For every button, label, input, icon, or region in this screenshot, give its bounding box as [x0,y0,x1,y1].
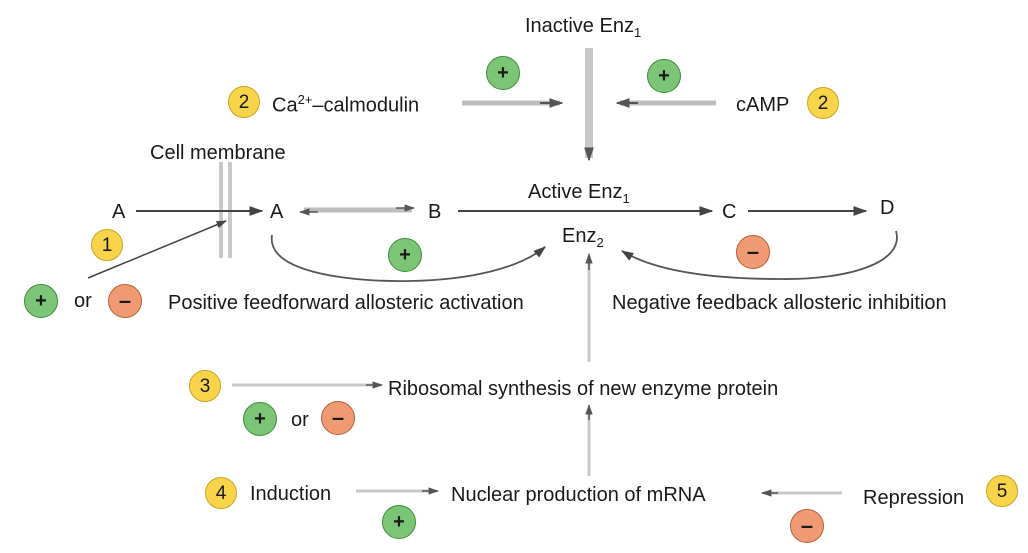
activation-badge-camp: + [647,59,681,93]
inhibition-badge-regulator-1: – [108,284,142,318]
or-label-1: or [74,290,92,312]
activation-badge-regulator-1: + [24,284,58,318]
activation-badge-calmodulin: + [486,56,520,90]
number-badge-5: 5 [986,475,1018,507]
activation-badge-regulator-3: + [243,402,277,436]
induction-label: Induction [250,483,332,505]
inactive-enzyme-label: Inactive Enz1 [525,15,642,40]
activation-badge-induction: + [382,505,416,539]
inhibition-badge-feedback: – [736,235,770,269]
number-badge-2-calmodulin: 2 [228,86,260,118]
number-badge-4: 4 [205,477,237,509]
metabolite-b: B [428,201,442,223]
feedback-curve [620,230,898,280]
repression-label: Repression [863,487,965,509]
inhibition-badge-regulator-3: – [321,401,355,435]
or-label-2: or [291,409,309,431]
number-badge-3: 3 [189,370,221,402]
ribosomal-synthesis-label: Ribosomal synthesis of new enzyme protei… [388,378,779,400]
feedback-label: Negative feedback allosteric inhibition [612,292,947,314]
cell-membrane-label: Cell membrane [150,142,286,164]
nuclear-mrna-label: Nuclear production of mRNA [451,484,706,506]
number-badge-1: 1 [91,229,123,261]
regulator-1-arrow [87,220,227,279]
substrate-a-inside: A [270,201,284,223]
number-badge-2-camp: 2 [807,87,839,119]
calmodulin-label: Ca2+–calmodulin [272,92,420,117]
camp-label: cAMP [736,94,790,116]
inhibition-badge-repression: – [790,509,824,543]
substrate-a-outside: A [112,201,126,223]
enzyme-2-label: Enz2 [562,225,604,250]
metabolite-c: C [722,201,737,223]
feedforward-curve [271,234,546,282]
metabolite-d: D [880,197,895,219]
activation-badge-feedforward: + [388,238,422,272]
active-enzyme-label: Active Enz1 [528,181,630,206]
feedforward-label: Positive feedforward allosteric activati… [168,292,524,314]
